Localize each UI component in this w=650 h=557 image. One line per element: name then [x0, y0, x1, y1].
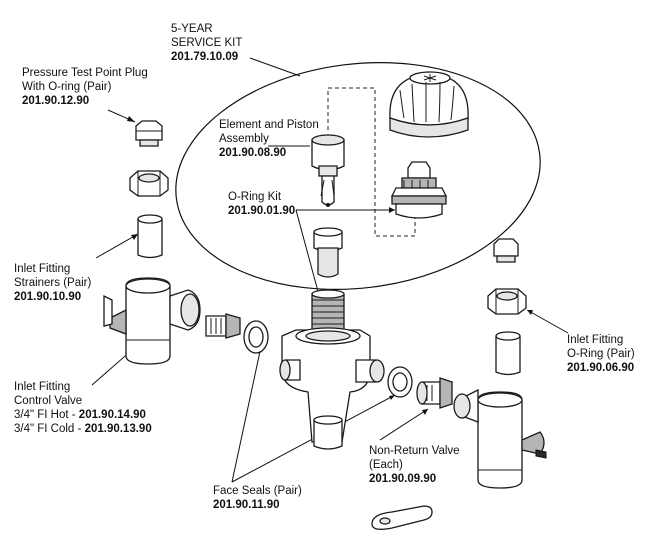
right-control-valve-icon	[453, 388, 547, 489]
strainer-icon	[137, 214, 163, 259]
label-service-kit: 5-YEAR SERVICE KIT 201.79.10.09	[171, 23, 243, 63]
label-element-piston: Element and Piston Assembly 201.90.08.90	[219, 119, 319, 159]
label-control-valve: Inlet Fitting Control Valve 3/4" FI Hot …	[14, 381, 152, 435]
left-non-return-icon	[205, 313, 241, 339]
valve-body-icon	[279, 327, 385, 450]
leader-lines	[91, 57, 569, 483]
label-pressure-plug: Pressure Test Point Plug With O-ring (Pa…	[22, 67, 148, 107]
face-seal-right-icon	[387, 366, 413, 398]
control-valve-icon	[103, 277, 201, 365]
label-inlet-oring: Inlet Fitting O-Ring (Pair) 201.90.06.90	[567, 334, 635, 374]
assembly-guides	[327, 87, 416, 237]
right-plug-icon	[493, 238, 519, 263]
hex-nut-right-icon	[487, 288, 527, 315]
label-inlet-strainers: Inlet Fitting Strainers (Pair) 201.90.10…	[14, 263, 92, 303]
piston-lower-icon	[313, 227, 343, 278]
service-kit-boundary	[175, 62, 541, 290]
right-strainer-icon	[495, 331, 521, 376]
hex-nut-left-icon	[129, 170, 169, 197]
label-non-return: Non-Return Valve (Each) 201.90.09.90	[369, 445, 460, 485]
cartridge-icon	[390, 161, 448, 219]
label-face-seals: Face Seals (Pair) 201.90.11.90	[213, 485, 302, 511]
thermostatic-cap-icon	[389, 71, 469, 138]
face-seal-icon	[243, 320, 269, 354]
element-piston-icon	[311, 134, 345, 207]
non-return-valve-icon	[416, 377, 453, 409]
key-tag-icon	[371, 505, 433, 530]
label-oring-kit: O-Ring Kit 201.90.01.90	[228, 191, 296, 217]
pressure-plug-icon	[135, 120, 163, 147]
